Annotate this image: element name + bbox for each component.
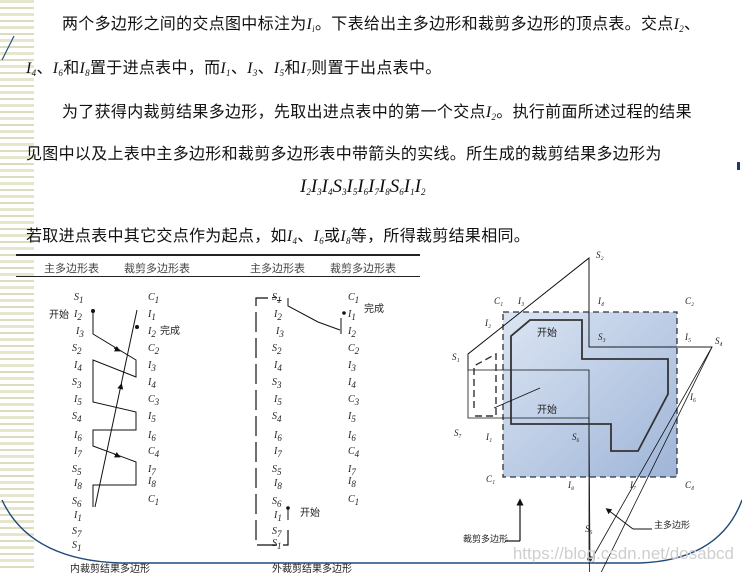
svg-text:I₅: I₅	[684, 332, 691, 342]
paragraph-3: 若取进点表中其它交点作为起点，如I4、I6或I8等，所得裁剪结果相同。	[26, 228, 531, 246]
table-header-rule	[16, 276, 420, 277]
inner-result-path	[510, 319, 669, 452]
paragraph-1: 两个多边形之间的交点图中标注为Ii。下表给出主多边形和裁剪多边形的顶点表。交点I…	[62, 16, 701, 34]
paragraph-2: 为了获得内裁剪结果多边形，先取出进点表中的第一个交点I2。执行前面所述过程的结果	[62, 104, 692, 122]
svg-text:C₄: C₄	[685, 480, 694, 490]
inner-start-label: 开始	[49, 310, 69, 321]
figure-start-label-2: 开始	[537, 405, 557, 416]
svg-text:I₇: I₇	[629, 480, 636, 490]
svg-text:S₃: S₃	[598, 332, 606, 342]
figure-caption: a)	[587, 553, 596, 564]
paragraph-1-cont: I4、I6和I8置于进点表中，而I1、I3、I5和I7则置于出点表中。	[26, 60, 442, 78]
clip-polygon	[502, 311, 678, 478]
inner-caption: 内裁剪结果多边形	[70, 564, 150, 575]
clipping-figure: S₂ C₁ I₃ I₄ C₂ I₂ S₁ S₃ I₅ S₄ I₆ S₇ I₁ S₆ C₁ I₈ I₇ C…	[452, 250, 723, 572]
clip-polygon-label: 裁剪多边形	[463, 534, 509, 544]
outer-start-label: 开始	[300, 508, 320, 519]
svg-text:I₄: I₄	[597, 296, 604, 306]
outer-result-path	[473, 352, 497, 417]
svg-text:C₁: C₁	[486, 474, 495, 484]
outer-clip-header: 裁剪多边形表	[330, 263, 396, 275]
svg-text:S₁: S₁	[452, 352, 460, 362]
inner-clip-header: 裁剪多边形表	[124, 263, 190, 275]
svg-text:I₂: I₂	[484, 318, 491, 328]
figure-start-label-1: 开始	[537, 328, 557, 339]
svg-text:C₁: C₁	[494, 296, 503, 306]
svg-text:C₂: C₂	[685, 296, 694, 306]
svg-text:I₈: I₈	[567, 480, 574, 490]
svg-text:S₅: S₅	[585, 524, 593, 534]
watermark: https://blog.csdn.net/dosabcd	[512, 544, 734, 563]
paragraph-2-cont: 见图中以及上表中主多边形和裁剪多边形表中带箭头的实线。所生成的裁剪结果多边形为	[26, 146, 662, 163]
outer-main-header: 主多边形表	[250, 263, 305, 275]
main-polygon-label: 主多边形	[654, 520, 691, 530]
svg-text:S₆: S₆	[572, 432, 580, 442]
table-top-rule	[16, 254, 420, 256]
svg-text:S₄: S₄	[715, 336, 723, 346]
slide-left-decoration	[0, 0, 34, 572]
outer-caption: 外裁剪结果多边形	[272, 564, 352, 575]
svg-text:I₆: I₆	[689, 392, 696, 402]
result-polygon-formula: I2I3I4S3I5I6I7I8S6I1I2	[300, 176, 426, 197]
main-polygon	[467, 257, 713, 564]
inner-done-label: 完成	[160, 326, 180, 337]
svg-text:S₇: S₇	[454, 428, 462, 438]
svg-text:I₃: I₃	[517, 296, 524, 306]
svg-text:I₁: I₁	[485, 432, 492, 442]
outer-done-label: 完成	[364, 304, 384, 315]
inner-main-header: 主多边形表	[44, 263, 99, 275]
svg-text:S₂: S₂	[596, 250, 604, 260]
